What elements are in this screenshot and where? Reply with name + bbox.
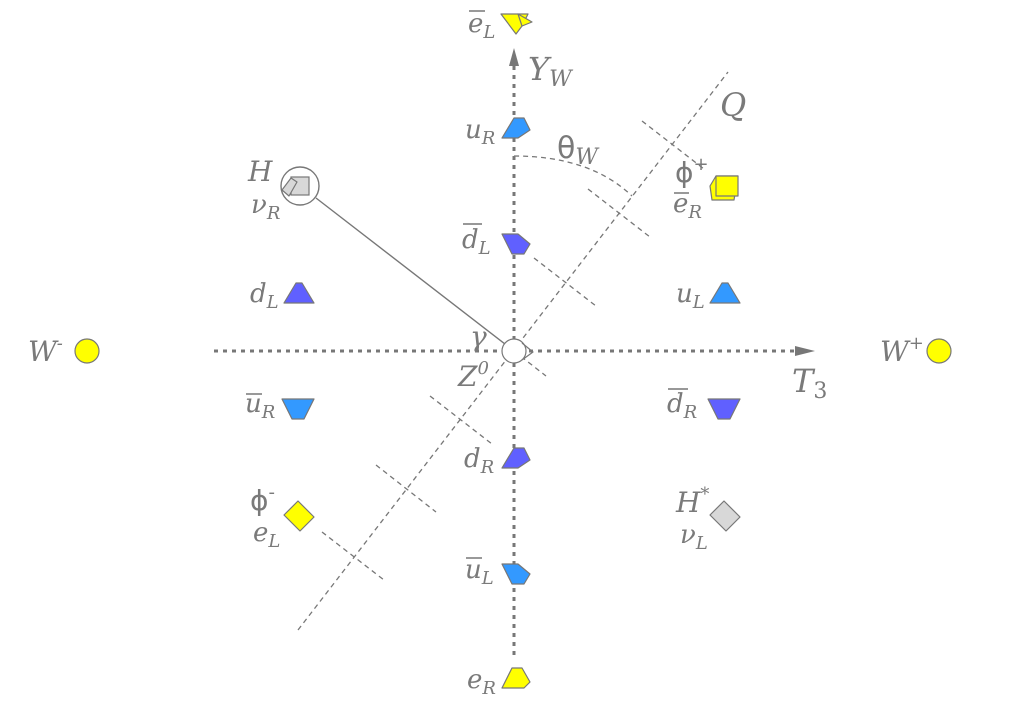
e-r-glyph (501, 667, 531, 689)
e-bar-r-glyph (709, 175, 739, 201)
phi-plus-label: ϕ+ (675, 154, 709, 189)
nu-l-label: νL (680, 520, 708, 554)
w-minus-label: W- (28, 333, 63, 368)
q-axis-label: Q (720, 86, 746, 124)
d-l-label: dL (250, 279, 279, 313)
q-tick (641, 120, 705, 170)
d-r-label: dR (464, 444, 494, 478)
q-tick (587, 188, 651, 238)
z-boson-label: Z0 (457, 358, 489, 393)
e-bar-r-label: eR (673, 189, 702, 223)
higgs-vector-line (315, 197, 515, 352)
d-bar-r-label: dR (667, 389, 697, 423)
yw-axis-arrowhead (509, 48, 519, 66)
u-bar-r-glyph (281, 398, 315, 420)
gamma-z-marker (521, 342, 534, 361)
photon-label: γ (470, 320, 487, 353)
e-bar-l-label: eL (468, 9, 495, 43)
gamma-z-dot (501, 338, 527, 364)
q-tick (321, 531, 385, 581)
yw-axis-label: YW (528, 50, 574, 92)
nu-r-label: νR (251, 190, 280, 224)
d-bar-l-label: dL (462, 225, 491, 259)
e-r-label: eR (467, 665, 496, 699)
higgs-marker (281, 177, 298, 197)
u-bar-l-glyph (501, 563, 531, 585)
nu-l-glyph (709, 500, 741, 532)
t3-axis-arrowhead (795, 346, 815, 356)
u-r-label: uR (465, 115, 495, 149)
u-r-glyph (501, 117, 531, 139)
phi-minus-label: ϕ- (250, 482, 275, 517)
q-tick (533, 257, 597, 307)
w-minus-dot (74, 338, 100, 364)
d-r-glyph (501, 447, 531, 469)
d-bar-r-glyph (707, 398, 741, 420)
d-l-glyph (283, 282, 315, 304)
u-l-label: uL (676, 279, 705, 313)
q-tick (513, 350, 547, 377)
q-tick (429, 395, 493, 445)
w-plus-label: W+ (880, 333, 924, 368)
w-plus-dot (926, 338, 952, 364)
weinberg-angle-label: θW (557, 131, 600, 170)
u-bar-l-label: uL (465, 555, 494, 589)
e-l-label: eL (253, 518, 280, 552)
higgs-h-star-label: H* (675, 484, 709, 519)
t3-axis-label: T3 (792, 362, 827, 404)
q-tick (375, 464, 437, 513)
higgs-ring (280, 166, 320, 206)
e-bar-l-glyph (500, 13, 533, 35)
d-bar-l-glyph (501, 233, 531, 255)
higgs-h-label: H (247, 155, 273, 188)
e-l-glyph (283, 500, 315, 532)
u-l-glyph (709, 282, 741, 304)
u-bar-r-label: uR (245, 389, 275, 423)
